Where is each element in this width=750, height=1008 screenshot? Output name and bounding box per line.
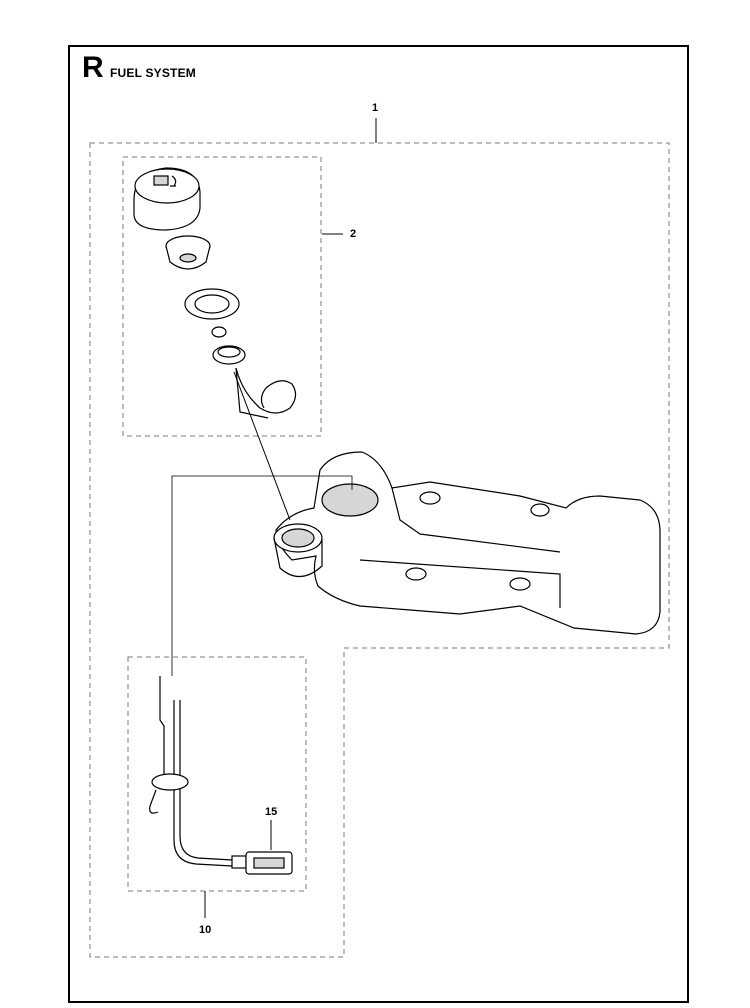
fuel-hose-1: [159, 676, 165, 780]
fuel-hose-assembly: [149, 676, 293, 875]
tank-edge-upper: [391, 487, 561, 553]
section-letter: R: [82, 51, 104, 84]
cap-gasket-inner: [194, 294, 230, 314]
fuel-cap-label-icon: [153, 175, 169, 186]
strap-loop: [235, 367, 269, 419]
tank-hole-3: [405, 567, 427, 581]
fuel-tank: [273, 451, 661, 635]
retainer-inner: [217, 346, 241, 358]
tank-hole-4: [509, 577, 531, 591]
retainer: [212, 345, 246, 365]
group-1-boundary: [89, 142, 670, 958]
fuel-filter-label: [253, 857, 285, 869]
group-boundaries: [89, 142, 670, 958]
filter-nipple: [231, 855, 247, 869]
fuel-pump-icon: [170, 175, 177, 187]
group-10-boundary: [127, 656, 307, 892]
hose-grommet: [151, 773, 189, 791]
small-washer: [211, 326, 227, 338]
retainer-strap: [235, 367, 297, 414]
callout-15: 15: [265, 806, 278, 818]
tank-hole-2: [530, 503, 550, 517]
return-hose-end: [149, 789, 159, 814]
fuel-hose-2: [173, 700, 233, 867]
tank-hole-1: [419, 491, 441, 505]
hose-guide-line: [171, 475, 353, 676]
group-2-boundary: [122, 156, 322, 437]
filler-neck-inner: [281, 528, 315, 548]
fuel-hose-2-outline: [179, 700, 233, 861]
tank-mount-boss: [321, 483, 379, 517]
fuel-cap-top: [134, 168, 200, 204]
fuel-cap-assembly: [133, 167, 297, 419]
page-frame: [68, 45, 689, 1003]
callout-10: 10: [199, 924, 212, 936]
section-title: FUEL SYSTEM: [110, 66, 196, 80]
assembly-guide-line: [233, 371, 291, 521]
callout-2: 2: [350, 228, 357, 240]
callout-1: 1: [372, 102, 379, 114]
leader-lines: [204, 118, 377, 918]
tank-edge-lower: [359, 559, 561, 608]
fuel-tank-body: [275, 451, 661, 635]
cap-insert-hole: [179, 253, 197, 263]
filler-neck-body: [273, 537, 323, 578]
